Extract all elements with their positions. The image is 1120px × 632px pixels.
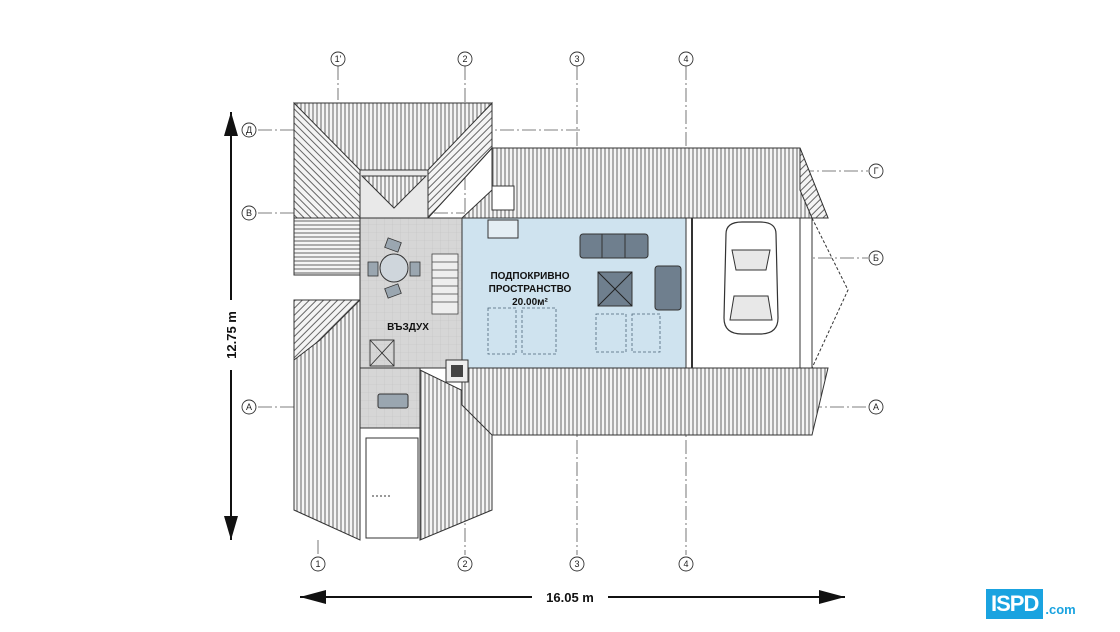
carport — [685, 217, 813, 369]
grid-label-left-a: А — [246, 402, 252, 412]
grid-label-right-a: А — [873, 402, 879, 412]
grid-label-top-4: 4 — [683, 54, 688, 64]
attic-label-line2: ПРОСТРАНСТВО — [489, 284, 572, 295]
ispd-logo: ISPD .com — [986, 586, 1104, 622]
grid-label-top-2: 2 — [462, 54, 467, 64]
grid-label-right-b: Б — [873, 253, 879, 263]
attic-furniture — [445, 185, 682, 383]
dimension-height: 12.75 m — [222, 112, 240, 540]
grid-label-top-3: 3 — [574, 54, 579, 64]
grid-label-left-v: В — [246, 208, 252, 218]
stair-hall — [359, 217, 463, 539]
attic-area-label: 20.00м² — [512, 297, 548, 308]
grid-label-right-g: Г — [874, 166, 879, 176]
grid-label-bottom-1: 1 — [315, 559, 320, 569]
grid-bubbles — [241, 51, 884, 572]
grid-label-bottom-2: 2 — [462, 559, 467, 569]
roof-surfaces — [293, 101, 849, 541]
void-label: ВЪЗДУХ — [387, 322, 429, 333]
grid-labels: 1' 2 3 4 1 2 3 4 Д В А Г Б А — [246, 54, 879, 569]
logo-mark: ISPD — [986, 589, 1044, 619]
grid-label-bottom-4: 4 — [683, 559, 688, 569]
room-labels: ПОДПОКРИВНО ПРОСТРАНСТВО 20.00м² ВЪЗДУХ — [387, 271, 571, 333]
dimension-width: 16.05 m — [300, 588, 845, 606]
height-dimension-label: 12.75 m — [224, 311, 239, 359]
logo-domain: .com — [1045, 601, 1076, 617]
grid-label-left-d: Д — [246, 125, 252, 135]
attic-label-line1: ПОДПОКРИВНО — [490, 271, 569, 282]
grid-label-bottom-3: 3 — [574, 559, 579, 569]
attic-space-floor — [461, 217, 687, 369]
width-dimension-label: 16.05 m — [546, 590, 594, 605]
grid-label-top-1: 1' — [335, 54, 342, 64]
